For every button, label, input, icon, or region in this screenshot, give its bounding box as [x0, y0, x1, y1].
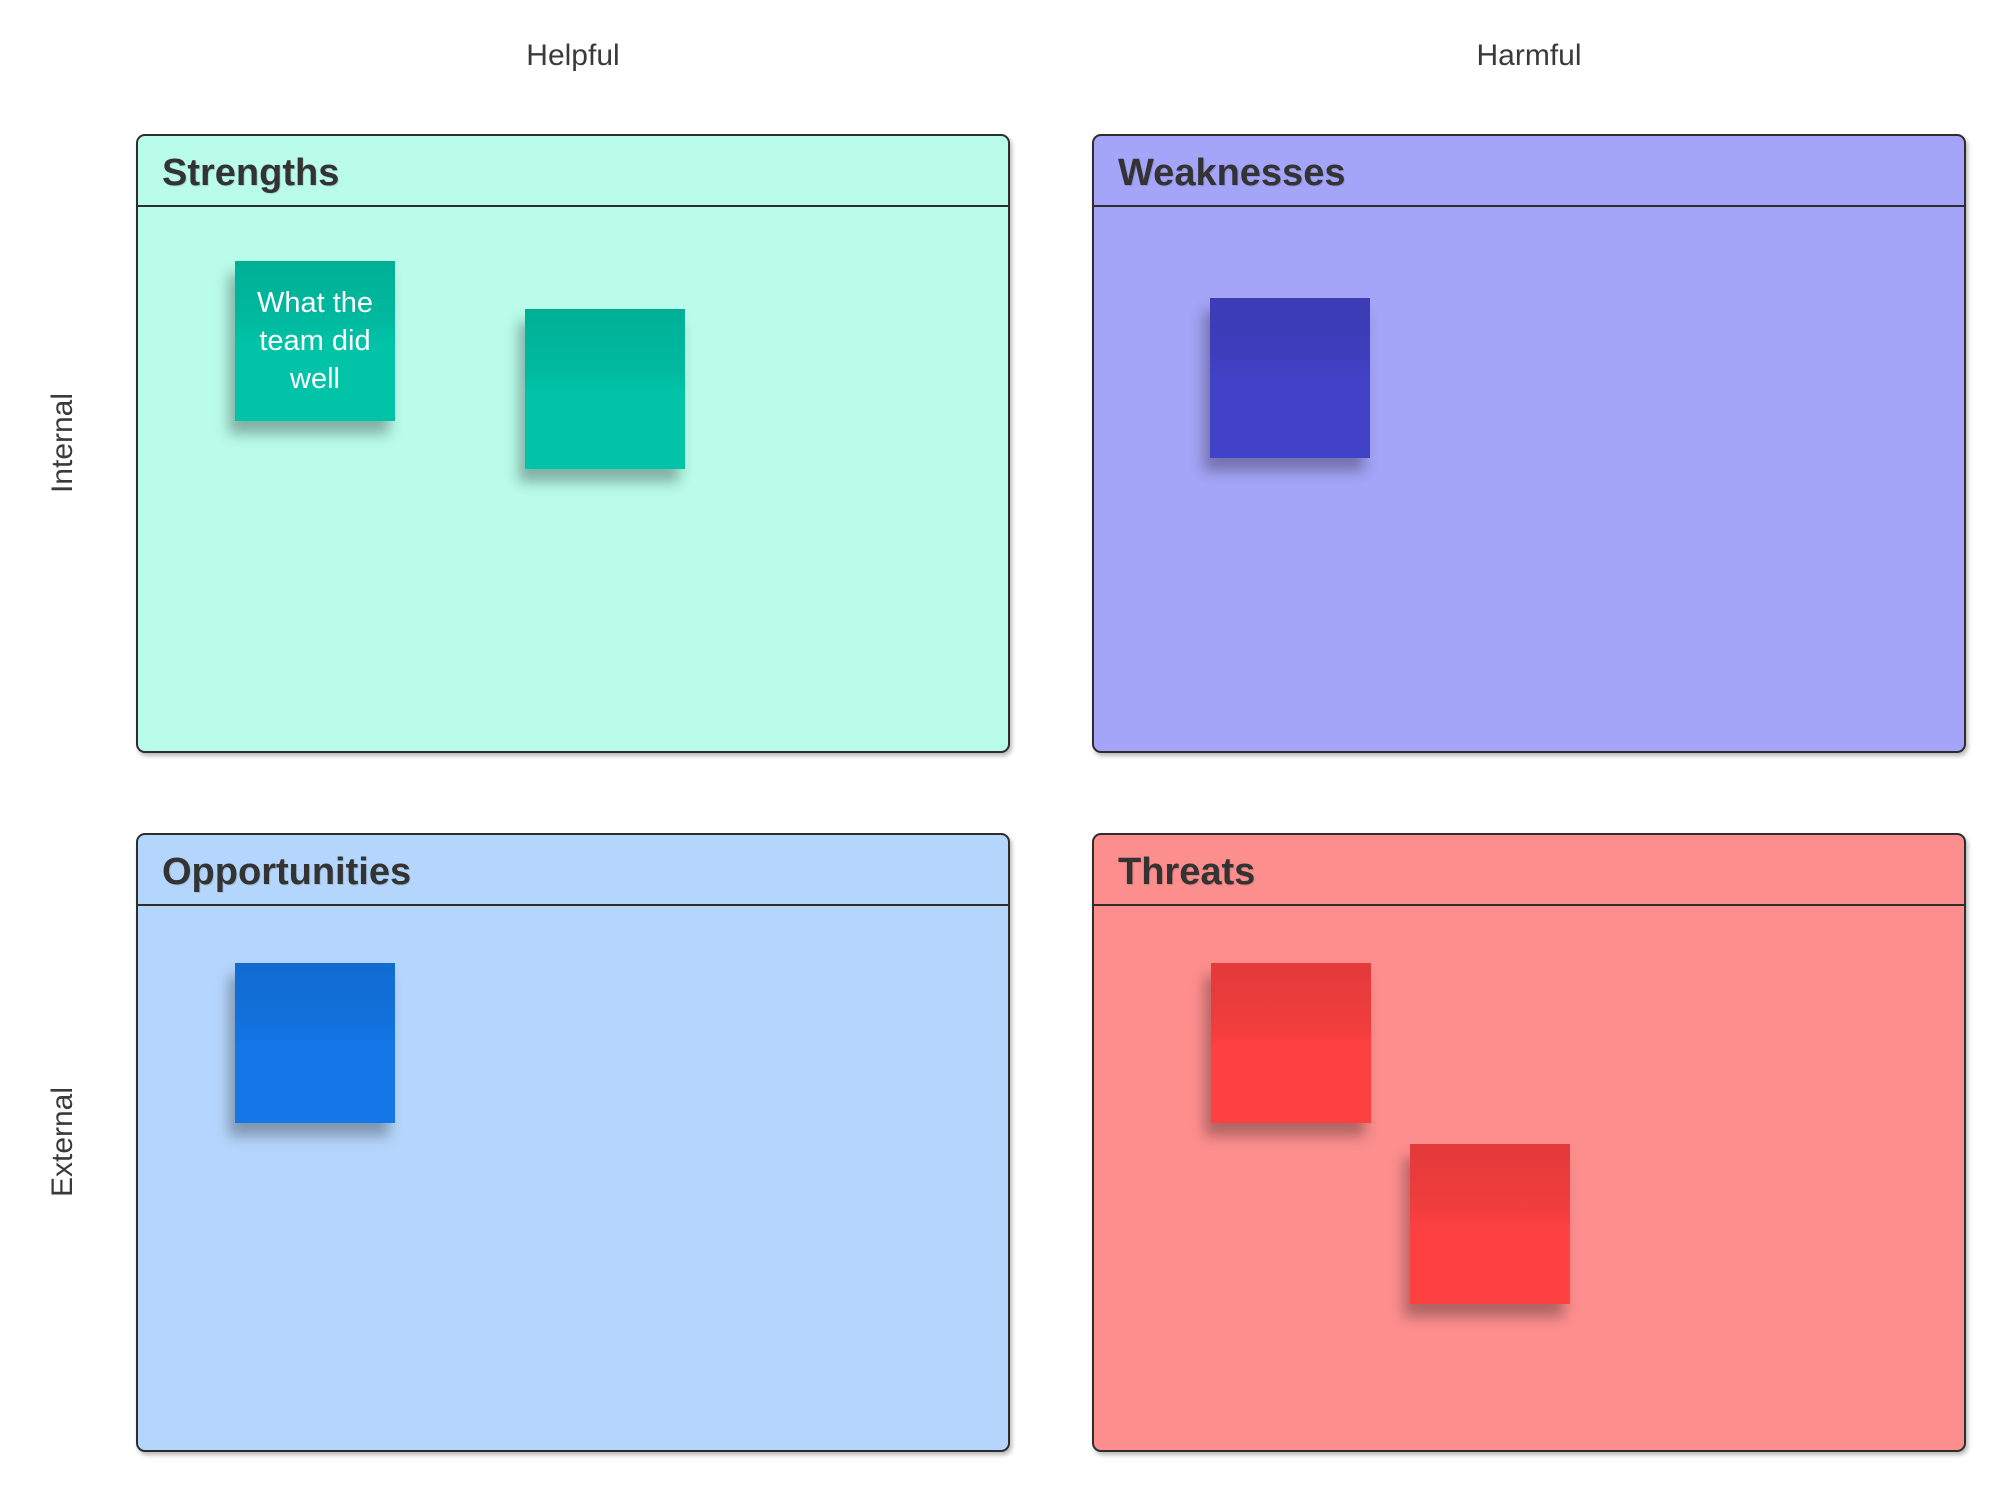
- sticky-note-opportunities[interactable]: [235, 963, 395, 1123]
- sticky-note-threats[interactable]: [1211, 963, 1371, 1123]
- quadrant-opportunities-title: Opportunities: [162, 851, 412, 893]
- quadrant-opportunities-header: Opportunities: [138, 835, 1008, 906]
- sticky-note-strengths[interactable]: [525, 309, 685, 469]
- axis-label-helpful: Helpful: [526, 39, 620, 72]
- sticky-note-weaknesses[interactable]: [1210, 298, 1370, 458]
- axis-label-external: External: [46, 1086, 79, 1198]
- quadrant-strengths-header: Strengths: [138, 136, 1008, 207]
- sticky-note-threats[interactable]: [1410, 1144, 1570, 1304]
- quadrant-threats-title: Threats: [1118, 851, 1256, 893]
- quadrant-weaknesses-body[interactable]: [1094, 207, 1964, 751]
- quadrant-weaknesses-title: Weaknesses: [1118, 152, 1346, 194]
- quadrant-threats-header: Threats: [1094, 835, 1964, 906]
- axis-label-harmful: Harmful: [1476, 39, 1582, 72]
- quadrant-opportunities[interactable]: Opportunities: [136, 833, 1010, 1452]
- quadrant-strengths-title: Strengths: [162, 152, 340, 194]
- quadrant-weaknesses-header: Weaknesses: [1094, 136, 1964, 207]
- sticky-note-strengths[interactable]: What the team did well: [235, 261, 395, 421]
- axis-label-internal: Internal: [46, 392, 79, 494]
- quadrant-weaknesses[interactable]: Weaknesses: [1092, 134, 1966, 753]
- quadrant-threats[interactable]: Threats: [1092, 833, 1966, 1452]
- sticky-note-text: What the team did well: [256, 287, 374, 395]
